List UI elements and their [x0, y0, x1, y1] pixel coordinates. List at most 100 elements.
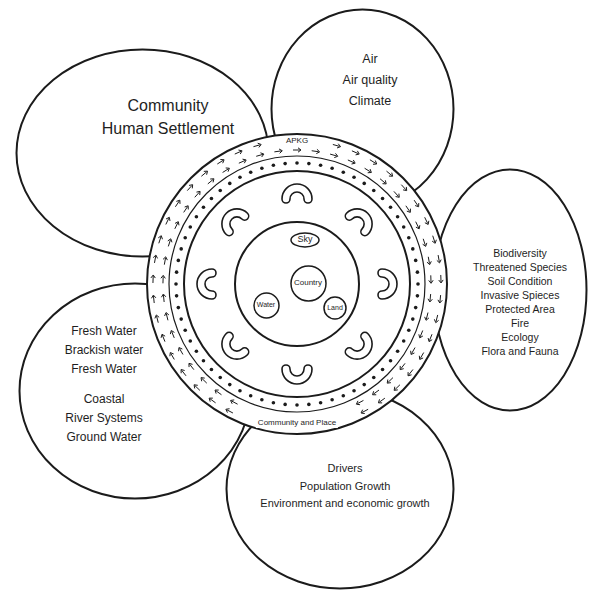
dot — [174, 282, 178, 286]
flow-arrow-head — [356, 401, 360, 405]
flow-arrow-head — [298, 148, 301, 152]
flow-arrow-head — [382, 180, 386, 184]
flow-arrow-head — [337, 144, 340, 148]
petal-text: Brackish water — [65, 341, 144, 360]
flow-arrow-shaft — [208, 179, 213, 183]
center-circle: APKGCommunity and PlaceSkyCountryWaterLa… — [145, 132, 449, 436]
petal-text: Fresh Water — [65, 360, 144, 379]
petal-text: Fresh Water — [65, 322, 144, 341]
dot — [177, 259, 181, 263]
flow-arrow-shaft — [171, 353, 175, 359]
petal-text-group: AirAir qualityClimate — [343, 49, 398, 112]
dot — [319, 401, 323, 405]
flow-arrow-head — [196, 191, 200, 195]
flow-arrow-shaft — [430, 275, 431, 282]
petal-text: Threatened Species — [473, 260, 567, 274]
flow-arrow-head — [389, 173, 393, 177]
petal-text: Community — [102, 94, 235, 117]
petal-text: Ground Water — [65, 428, 144, 447]
flow-arrow-head — [260, 153, 263, 157]
flow-arrow-head — [209, 398, 213, 402]
dot — [175, 294, 179, 298]
dot — [179, 247, 183, 251]
outer-ring — [147, 134, 447, 434]
flow-arrow-head — [423, 243, 427, 247]
dot — [188, 225, 192, 229]
dot — [283, 403, 287, 407]
flow-arrow-shaft — [409, 370, 413, 376]
flow-arrow-head — [170, 353, 174, 357]
flow-arrow-shaft — [370, 160, 376, 164]
flow-arrow-head — [161, 275, 165, 278]
flow-arrow-head — [427, 261, 431, 264]
flow-arrow-head — [161, 294, 165, 297]
flow-arrow-head — [215, 390, 219, 394]
petal-text: Drivers — [260, 460, 429, 478]
petal: BiodiversityThreatened SpeciesSoil Condi… — [432, 168, 588, 412]
flow-arrow-head — [407, 209, 411, 213]
flow-arrow-head — [166, 217, 170, 221]
petal-shape — [434, 170, 587, 411]
dot — [342, 170, 346, 174]
petal-text-group: Fresh WaterBrackish waterFresh WaterCoas… — [65, 322, 144, 447]
flow-arrow-shaft — [195, 386, 200, 391]
flow-arrow-head — [437, 260, 441, 263]
flow-arrow-head — [204, 171, 208, 175]
petal-text: Air — [343, 49, 398, 70]
dot — [183, 236, 187, 240]
flow-arrow-shaft — [179, 348, 183, 354]
petal-text: Biodiversity — [473, 246, 567, 260]
element-circle: Land — [323, 296, 347, 320]
u-shape-symbol — [378, 269, 397, 299]
dot — [183, 329, 187, 333]
dot — [414, 259, 418, 263]
flow-arrow-head — [151, 275, 155, 278]
dot — [272, 164, 276, 168]
flow-arrow-shaft — [414, 200, 418, 206]
dot — [238, 389, 242, 393]
flow-arrow-head — [220, 159, 224, 163]
flow-arrow-shaft — [357, 400, 363, 403]
flow-arrow-head — [238, 150, 242, 154]
dot — [381, 197, 385, 201]
u-shape-symbol — [197, 269, 216, 299]
dot — [272, 401, 276, 405]
petal-text: Coastal — [65, 390, 144, 409]
dot — [307, 403, 311, 407]
dot — [407, 329, 411, 333]
petal-text: Protected Area — [473, 302, 567, 316]
dot — [396, 349, 400, 353]
dot — [342, 394, 346, 398]
flow-arrow-head — [352, 160, 356, 164]
flow-arrow-head — [176, 200, 180, 204]
flow-arrow-shaft — [182, 370, 186, 376]
dot — [362, 383, 366, 387]
flow-arrow-head — [181, 370, 185, 374]
flow-arrow-head — [243, 159, 247, 163]
flow-arrow-head — [394, 387, 398, 391]
petal-text: River Systems — [65, 409, 144, 428]
flow-arrow-head — [373, 161, 377, 165]
flow-arrow-head — [434, 319, 438, 322]
petal-text-group: CommunityHuman Settlement — [102, 94, 235, 140]
flow-arrow-head — [210, 179, 214, 183]
petal-text: Invasive Spieces — [473, 288, 567, 302]
flow-arrow-shaft — [216, 391, 222, 395]
flow-arrow-head — [428, 299, 432, 302]
petal-text: Flora and Fauna — [473, 344, 567, 358]
flow-arrow-shaft — [217, 160, 223, 164]
petal-text: Population Growth — [260, 477, 429, 495]
flow-arrow-shaft — [190, 364, 194, 370]
dot — [295, 403, 299, 407]
flow-arrow-shaft — [293, 150, 300, 151]
flow-arrow-head — [425, 221, 429, 225]
petal-text-group: BiodiversityThreatened SpeciesSoil Condi… — [473, 246, 567, 358]
flow-arrow-shaft — [184, 207, 188, 213]
flow-arrow-head — [226, 168, 230, 172]
dot — [352, 389, 356, 393]
flow-arrow-shaft — [201, 172, 206, 176]
element-shape — [254, 293, 279, 318]
dot — [202, 359, 206, 363]
petal-text: Ecology — [473, 330, 567, 344]
